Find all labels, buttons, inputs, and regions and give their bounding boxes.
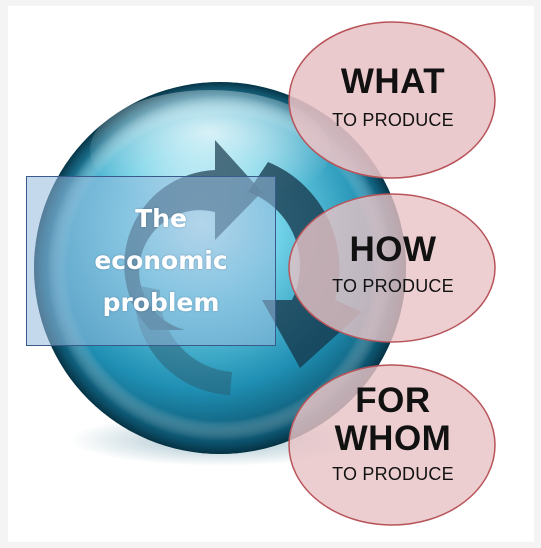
oval-how bbox=[288, 193, 496, 343]
what-headline: WHAT bbox=[340, 62, 446, 101]
how-label-group: HOW TO PRODUCE bbox=[290, 230, 496, 298]
what-subtitle: TO PRODUCE bbox=[332, 110, 454, 130]
for-whom-label-group: FOR WHOM TO PRODUCE bbox=[290, 382, 496, 486]
for-whom-headline: FOR WHOM bbox=[334, 381, 452, 458]
economic-problem-box: The economic problem bbox=[26, 176, 276, 346]
oval-what bbox=[288, 21, 496, 179]
oval-for-whom bbox=[288, 364, 496, 526]
how-headline: HOW bbox=[349, 230, 437, 269]
for-whom-subtitle: TO PRODUCE bbox=[332, 464, 454, 484]
how-subtitle: TO PRODUCE bbox=[332, 276, 454, 296]
economic-problem-label: The economic problem bbox=[94, 204, 228, 317]
what-label-group: WHAT TO PRODUCE bbox=[290, 62, 496, 132]
